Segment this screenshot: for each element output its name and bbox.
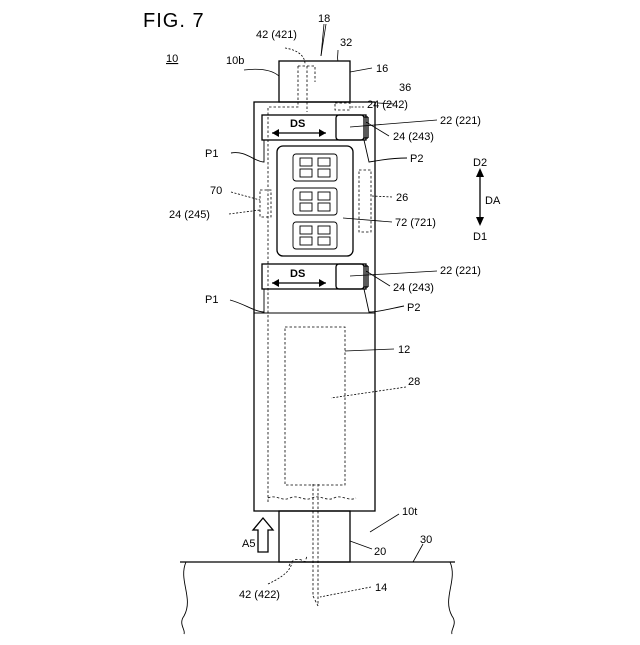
ground-surface [180,562,455,634]
label-18: 18 [318,13,330,25]
label-22-221-top: 22 (221) [440,115,481,127]
ds-arrow-bottom: DS [272,268,326,287]
label-36: 36 [399,82,411,94]
label-12: 12 [398,344,410,356]
label-42-421: 42 (421) [256,29,297,41]
component-12 [285,327,345,485]
bottom-foot [279,511,350,562]
label-p2-top: P2 [410,153,423,165]
label-42-422: 42 (422) [239,589,280,601]
label-a5: A5 [242,538,255,550]
wire-42-422 [289,556,307,566]
label-16: 16 [376,63,388,75]
display-panel [277,146,353,256]
inner-wire-outline [268,66,298,502]
label-28: 28 [408,376,420,388]
label-10t: 10t [402,506,417,518]
label-22-221-bottom: 22 (221) [440,265,481,277]
label-p1-top: P1 [205,148,218,160]
wire-top-end [298,66,315,82]
label-26: 26 [396,192,408,204]
leader-p2-top [364,140,407,162]
ds-arrow-top: DS [272,118,326,137]
label-24-245: 24 (245) [169,209,210,221]
ds-label-bottom: DS [290,268,305,280]
label-72-721: 72 (721) [395,217,436,229]
label-30: 30 [420,534,432,546]
label-10: 10 [166,53,178,65]
label-70: 70 [210,185,222,197]
label-p1-bottom: P1 [205,294,218,306]
component-24-245 [260,190,271,217]
direction-indicator: D2 DA D1 [473,157,501,243]
component-24-242 [335,103,350,110]
label-da: DA [485,195,501,207]
label-32: 32 [340,37,352,49]
label-d1: D1 [473,231,487,243]
label-p2-bottom: P2 [407,302,420,314]
arrow-a5: A5 [242,518,273,552]
component-26 [359,170,371,232]
label-24-243-bottom: 24 (243) [393,282,434,294]
label-24-242: 24 (242) [367,99,408,111]
label-24-243-top: 24 (243) [393,131,434,143]
leader-p1-bottom [230,289,264,312]
label-10b: 10b [226,55,244,67]
main-body [254,102,375,511]
label-14: 14 [375,582,387,594]
wavy-boundary [268,497,356,499]
label-d2: D2 [473,157,487,169]
top-cap [279,61,350,102]
ds-label-top: DS [290,118,305,130]
figure-title: FIG. 7 [143,10,205,32]
leader-p1-top [231,140,264,162]
label-20: 20 [374,546,386,558]
